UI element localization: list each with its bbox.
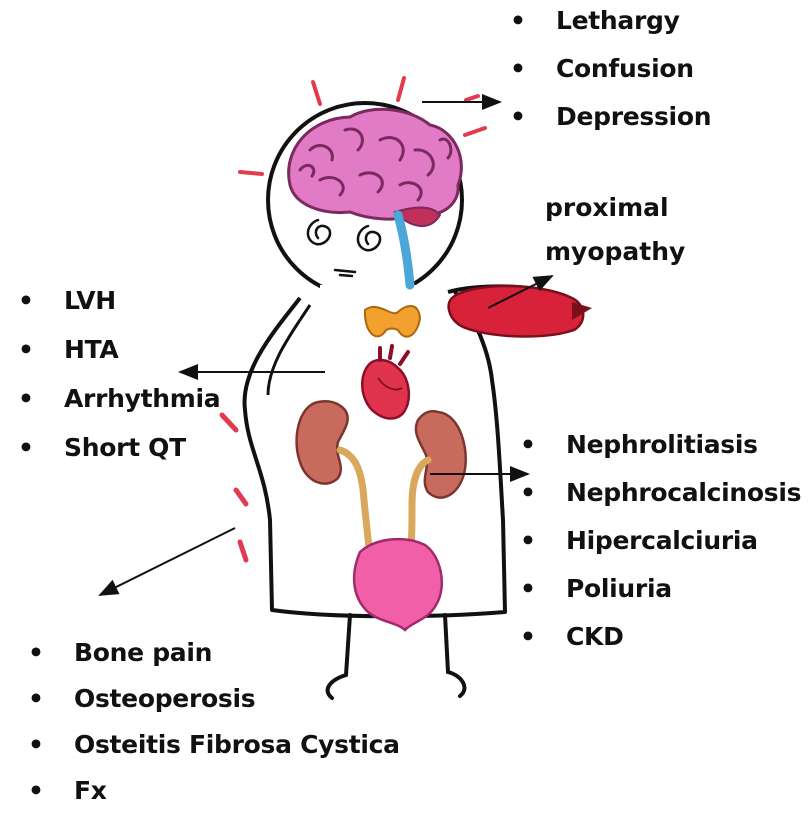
- list-item: LVH: [18, 288, 220, 337]
- arrow-bone: [100, 528, 235, 595]
- list-item: Lethargy: [510, 8, 711, 56]
- list-item: Nephrocalcinosis: [520, 480, 801, 528]
- list-item: Bone pain: [28, 640, 400, 686]
- renal-symptom-list: Nephrolitiasis Nephrocalcinosis Hipercal…: [520, 432, 801, 672]
- neck-patch: [320, 285, 448, 305]
- list-item: Poliuria: [520, 576, 801, 624]
- muscle-label: proximal myopathy: [545, 186, 745, 274]
- list-item: Depression: [510, 104, 711, 152]
- list-item: Short QT: [18, 435, 220, 484]
- list-item: Hipercalciuria: [520, 528, 801, 576]
- list-item: Osteoperosis: [28, 686, 400, 732]
- list-item: CKD: [520, 624, 801, 672]
- muscle: [449, 286, 592, 337]
- list-item: Nephrolitiasis: [520, 432, 801, 480]
- muscle-label-line: myopathy: [545, 230, 745, 274]
- muscle-label-line: proximal: [545, 186, 745, 230]
- list-item: Fx: [28, 778, 400, 824]
- bone-symptom-list: Bone pain Osteoperosis Osteitis Fibrosa …: [28, 640, 400, 824]
- list-item: Osteitis Fibrosa Cystica: [28, 732, 400, 778]
- cardiac-symptom-list: LVH HTA Arrhythmia Short QT: [18, 288, 220, 484]
- bone-pain-marks: [222, 415, 246, 560]
- list-item: HTA: [18, 337, 220, 386]
- brain-symptom-list: Lethargy Confusion Depression: [510, 8, 711, 152]
- list-item: Confusion: [510, 56, 711, 104]
- list-item: Arrhythmia: [18, 386, 220, 435]
